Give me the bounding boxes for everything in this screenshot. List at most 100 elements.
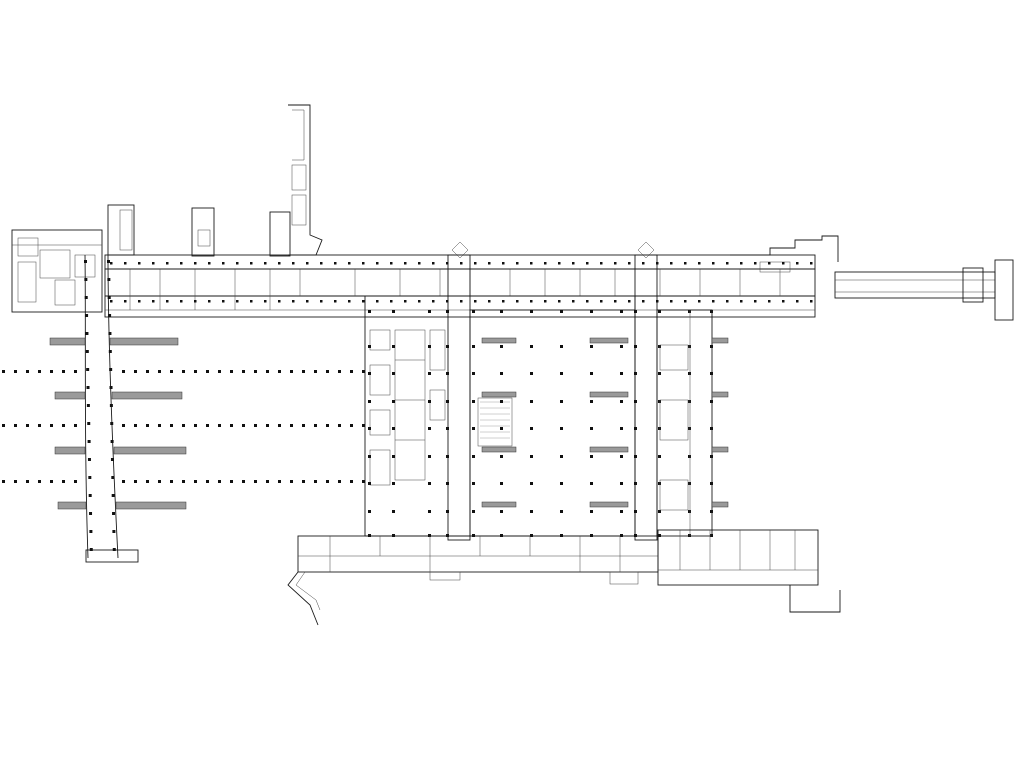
column-marker — [222, 262, 225, 265]
east-corridor — [834, 259, 1014, 321]
column-marker — [208, 300, 211, 303]
column-marker — [86, 404, 90, 407]
column-marker — [620, 455, 623, 458]
column-marker — [302, 424, 305, 427]
column-marker — [85, 314, 89, 317]
column-marker — [348, 262, 351, 265]
column-marker — [62, 424, 65, 427]
column-marker — [84, 296, 88, 299]
column-marker — [180, 300, 183, 303]
column-marker — [107, 296, 111, 299]
column-marker — [446, 455, 449, 458]
column-marker — [516, 262, 519, 265]
column-marker — [530, 427, 533, 430]
column-marker — [362, 300, 365, 303]
column-marker — [670, 262, 673, 265]
column-marker — [658, 482, 661, 485]
column-marker — [264, 262, 267, 265]
column-marker — [634, 310, 637, 313]
column-marker — [334, 300, 337, 303]
column-marker — [182, 424, 185, 427]
column-marker — [158, 370, 161, 373]
column-marker — [109, 368, 113, 371]
column-marker — [600, 300, 603, 303]
column-marker — [266, 424, 269, 427]
column-marker — [530, 300, 533, 303]
column-marker — [368, 482, 371, 485]
column-marker — [112, 548, 116, 551]
column-marker — [194, 370, 197, 373]
column-marker — [292, 262, 295, 265]
column-marker — [516, 300, 519, 303]
column-marker — [362, 262, 365, 265]
column-marker — [236, 300, 239, 303]
column-marker — [110, 300, 113, 303]
column-marker — [472, 310, 475, 313]
column-marker — [392, 455, 395, 458]
column-marker — [134, 424, 137, 427]
column-marker — [89, 548, 93, 551]
column-marker — [658, 427, 661, 430]
column-marker — [14, 424, 17, 427]
column-marker — [688, 310, 691, 313]
column-marker — [782, 300, 785, 303]
column-marker — [634, 510, 637, 513]
column-marker — [170, 480, 173, 483]
column-marker — [590, 400, 593, 403]
central-hall — [110, 254, 813, 541]
column-marker — [306, 262, 309, 265]
column-marker — [710, 400, 713, 403]
column-marker — [658, 345, 661, 348]
platforms-west — [49, 337, 187, 510]
column-marker — [236, 262, 239, 265]
column-marker — [182, 370, 185, 373]
column-marker — [472, 372, 475, 375]
column-marker — [530, 400, 533, 403]
column-marker — [89, 530, 93, 533]
column-marker — [488, 262, 491, 265]
column-marker — [84, 260, 87, 263]
column-marker — [428, 345, 431, 348]
column-marker — [368, 427, 371, 430]
column-marker — [111, 494, 115, 497]
east-hall — [656, 309, 729, 537]
column-marker — [768, 262, 771, 265]
column-marker — [38, 370, 41, 373]
column-marker — [194, 300, 197, 303]
column-marker — [710, 345, 713, 348]
column-marker — [726, 262, 729, 265]
column-marker — [688, 534, 691, 537]
column-marker — [796, 262, 799, 265]
column-marker — [109, 404, 113, 407]
column-marker — [590, 482, 593, 485]
column-marker — [698, 300, 701, 303]
column-marker — [656, 262, 659, 265]
column-marker — [50, 480, 53, 483]
column-marker — [418, 262, 421, 265]
column-marker — [688, 510, 691, 513]
column-marker — [84, 278, 88, 281]
column-marker — [194, 480, 197, 483]
column-marker — [146, 424, 149, 427]
column-marker — [112, 512, 116, 515]
column-marker — [446, 372, 449, 375]
column-marker — [428, 510, 431, 513]
column-marker — [500, 455, 503, 458]
column-marker — [590, 310, 593, 313]
gate-markers — [451, 241, 655, 259]
column-marker — [158, 480, 161, 483]
column-marker — [698, 262, 701, 265]
column-marker — [392, 427, 395, 430]
column-marker — [111, 476, 115, 479]
column-marker — [560, 345, 563, 348]
column-marker — [392, 345, 395, 348]
column-marker — [292, 300, 295, 303]
column-marker — [500, 534, 503, 537]
column-marker — [392, 310, 395, 313]
column-marker — [634, 534, 637, 537]
column-marker — [544, 300, 547, 303]
column-marker — [710, 310, 713, 313]
column-marker — [446, 510, 449, 513]
column-marker — [810, 300, 813, 303]
column-marker — [254, 424, 257, 427]
